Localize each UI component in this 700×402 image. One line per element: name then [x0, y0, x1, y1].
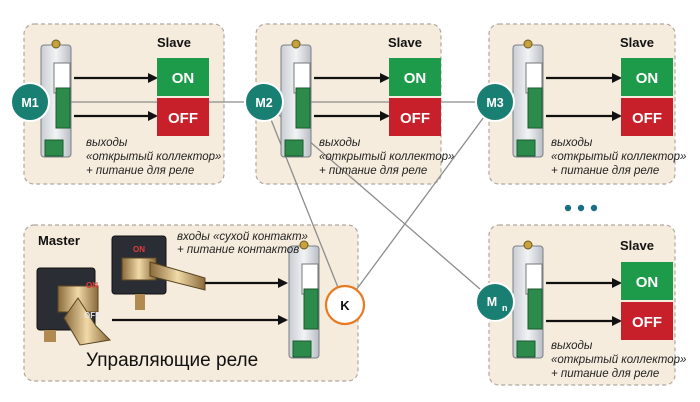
node-m1-label: M1 — [21, 96, 38, 110]
slave-title-2: Slave — [388, 35, 422, 50]
slave-module-1 — [40, 39, 72, 158]
svg-text:«открытый коллектор»: «открытый коллектор» — [551, 354, 686, 366]
toggle-2-on-label: ON — [86, 281, 98, 290]
slave-module-3 — [512, 39, 544, 158]
on-indicator-1 — [157, 58, 209, 96]
master-panel — [23, 224, 359, 382]
off-indicator-2 — [389, 98, 441, 136]
slave-title-n: Slave — [620, 238, 654, 253]
node-m3-label: M3 — [486, 96, 503, 110]
toggle-switch-1 — [111, 235, 206, 310]
node-k-label: K — [340, 298, 350, 313]
svg-text:выходы: выходы — [551, 340, 593, 352]
node-m1 — [10, 82, 50, 122]
node-mn-label: M — [487, 295, 497, 309]
off-label-2: OFF — [400, 110, 430, 127]
off-label-1: OFF — [168, 110, 198, 127]
off-indicator-3 — [621, 98, 673, 136]
on-indicator-2 — [389, 58, 441, 96]
svg-text:«открытый коллектор»: «открытый коллектор» — [319, 151, 454, 163]
svg-text:+ питание для реле: + питание для реле — [551, 165, 659, 177]
toggle-1-on-label: ON — [133, 245, 145, 254]
svg-text:входы «сухой контакт»: входы «сухой контакт» — [177, 231, 308, 243]
node-mn-subscript: n — [502, 303, 508, 313]
more-dots — [564, 204, 598, 212]
outputs-caption-n: выходы «открытый коллектор» + питание дл… — [551, 340, 686, 380]
on-indicator-3 — [621, 58, 673, 96]
outputs-caption-3: выходы «открытый коллектор» + питание дл… — [551, 137, 686, 177]
slave-title-1: Slave — [157, 35, 191, 50]
off-label-3: OFF — [632, 110, 662, 127]
node-m3 — [475, 82, 515, 122]
on-label-3: ON — [636, 70, 659, 87]
master-caption: Управляющие реле — [86, 350, 258, 371]
slave-title-3: Slave — [620, 35, 654, 50]
outputs-caption-2: выходы «открытый коллектор» + питание дл… — [319, 137, 454, 177]
on-label-n: ON — [636, 274, 659, 291]
inputs-caption: входы «сухой контакт» + питание контакто… — [177, 231, 308, 256]
on-label-1: ON — [172, 70, 195, 87]
master-title: Master — [38, 233, 80, 248]
svg-text:выходы: выходы — [319, 137, 361, 149]
on-indicator-n — [621, 262, 673, 300]
svg-text:+ питание для реле: + питание для реле — [86, 165, 194, 177]
master-module — [288, 240, 320, 359]
svg-text:«открытый коллектор»: «открытый коллектор» — [86, 151, 221, 163]
slave-module-n — [512, 240, 544, 359]
svg-text:«открытый коллектор»: «открытый коллектор» — [551, 151, 686, 163]
svg-text:+ питание для реле: + питание для реле — [551, 368, 659, 380]
node-k — [324, 284, 366, 326]
svg-text:+ питание контактов: + питание контактов — [177, 244, 299, 256]
node-m2 — [244, 82, 284, 122]
toggle-2-off-label: OFF — [84, 311, 100, 320]
svg-text:+ питание для реле: + питание для реле — [319, 165, 427, 177]
off-indicator-1 — [157, 98, 209, 136]
outputs-caption-1: выходы «открытый коллектор» + питание дл… — [86, 137, 221, 177]
toggle-switch-2 — [36, 267, 112, 346]
svg-text:выходы: выходы — [551, 137, 593, 149]
node-mn — [475, 282, 515, 322]
off-label-n: OFF — [632, 314, 662, 331]
off-indicator-n — [621, 302, 673, 340]
slave-module-2 — [280, 39, 312, 158]
node-m2-label: M2 — [255, 96, 272, 110]
on-label-2: ON — [404, 70, 427, 87]
svg-text:выходы: выходы — [86, 137, 128, 149]
